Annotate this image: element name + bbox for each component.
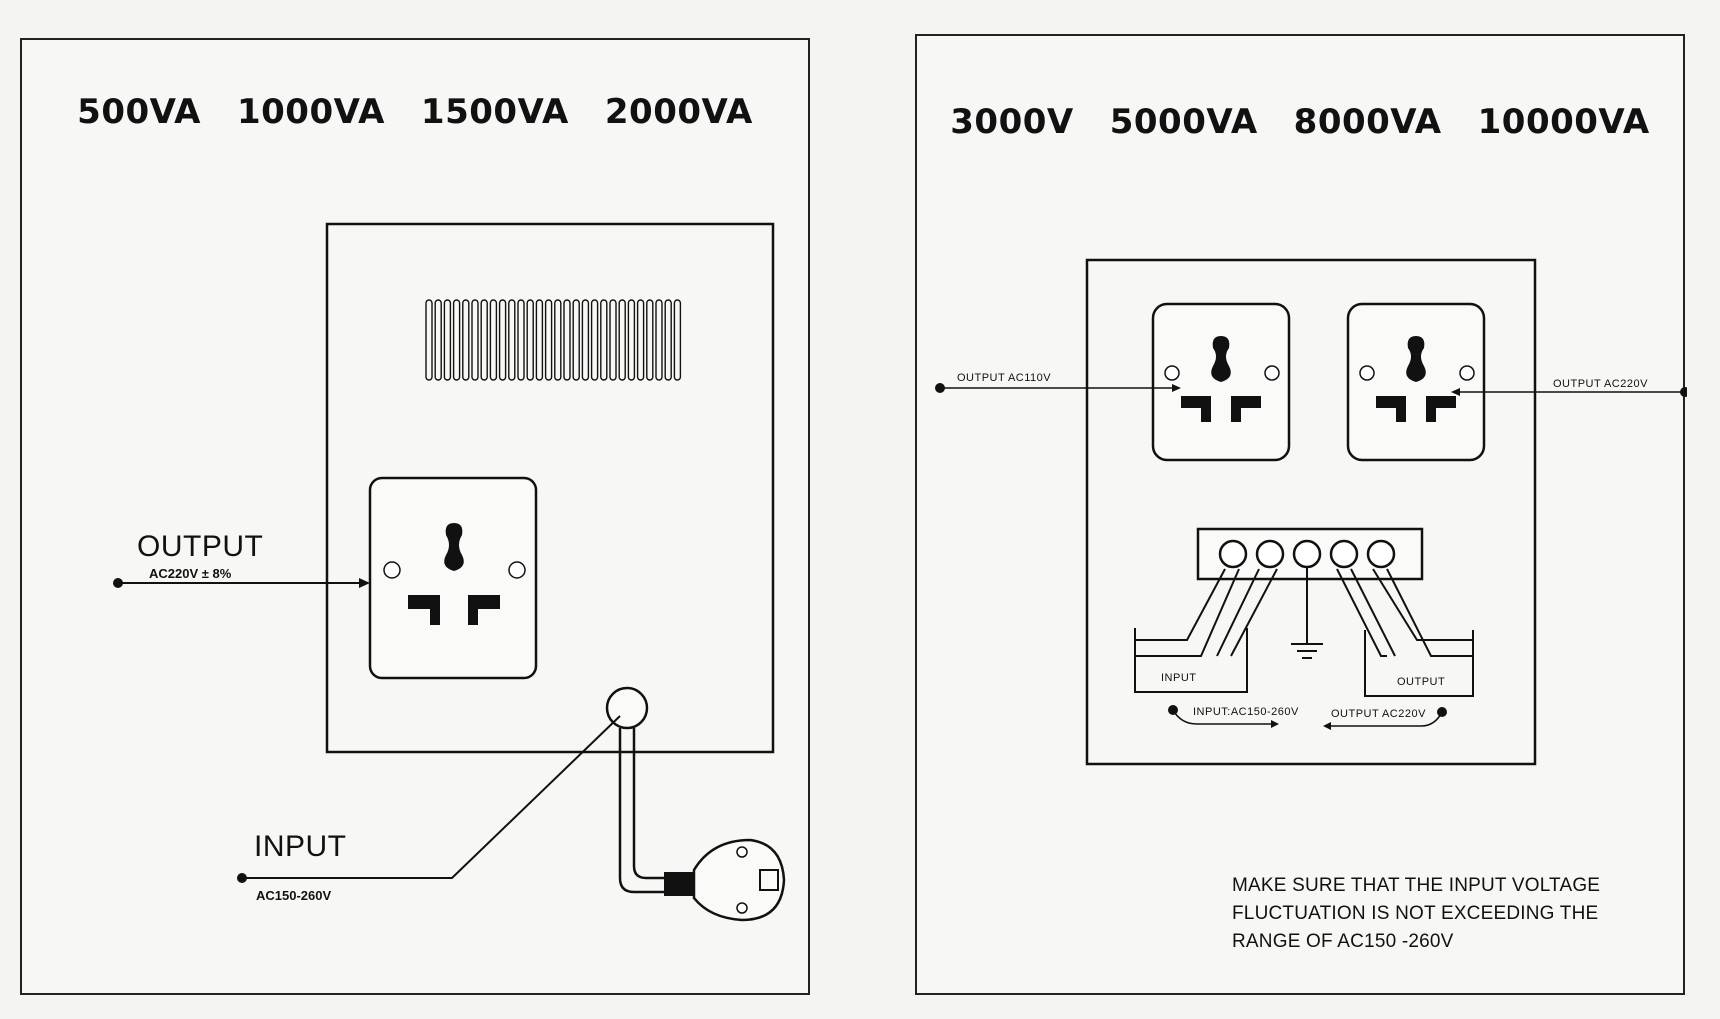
- vent-slot: [535, 299, 544, 381]
- large-models-header: 3000V 5000VA 8000VA 10000VA: [917, 102, 1683, 142]
- arrow-icon: [1451, 388, 1460, 396]
- vent-slot: [563, 299, 571, 381]
- vent-slot: [425, 299, 433, 381]
- model-label: 10000VA: [1477, 102, 1650, 142]
- model-label: 5000VA: [1109, 102, 1258, 142]
- universal-socket-icon: [368, 476, 538, 680]
- regulator-rear-panel: [325, 222, 775, 754]
- input-wire: [1135, 568, 1226, 641]
- vent-slot: [590, 299, 599, 381]
- vent-slot: [673, 299, 682, 381]
- vent-slot: [480, 299, 488, 381]
- universal-socket-icon: [1346, 302, 1486, 462]
- input-label: INPUT: [254, 830, 347, 863]
- output-label: OUTPUT: [137, 530, 264, 563]
- large-models-panel: 3000V 5000VA 8000VA 10000VA: [915, 34, 1687, 995]
- output-110-label: OUTPUT AC110V: [957, 372, 1052, 384]
- voltage-warning-note: MAKE SURE THAT THE INPUT VOLTAGE FLUCTUA…: [1232, 872, 1600, 956]
- arrow-icon: [1172, 384, 1181, 392]
- arrow-icon: [359, 578, 370, 588]
- arrow-icon: [1323, 722, 1331, 730]
- model-label: 1000VA: [236, 92, 385, 132]
- terminal-block: [1196, 527, 1424, 581]
- vent-slot: [618, 299, 626, 381]
- vent-slot: [636, 299, 645, 381]
- vent-slot: [655, 299, 663, 381]
- model-label: 3000V: [950, 102, 1074, 142]
- vent-slot: [443, 299, 452, 381]
- vent-slot: [554, 299, 562, 381]
- regulator-rear-panel: [1085, 258, 1537, 766]
- input-range-label: INPUT:AC150-260V: [1193, 706, 1299, 718]
- vent-slot: [526, 299, 534, 381]
- vent-slot: [544, 299, 553, 381]
- arrow-icon: [1271, 720, 1279, 728]
- output-bracket: [1364, 630, 1474, 697]
- small-models-header: 500VA 1000VA 1500VA 2000VA: [22, 92, 808, 132]
- vent-slot: [646, 299, 654, 381]
- vent-slot: [434, 299, 442, 381]
- large-models-wiring-diagram: [935, 258, 1687, 766]
- vent-slot: [508, 299, 516, 381]
- universal-socket-icon: [1151, 302, 1291, 462]
- vent-slot: [627, 299, 636, 381]
- output-spec: AC220V ± 8%: [149, 566, 232, 581]
- model-label: 2000VA: [604, 92, 753, 132]
- vent-slot: [572, 299, 580, 381]
- vent-slot: [581, 299, 590, 381]
- input-bracket: [1134, 628, 1248, 693]
- vent-slot: [462, 299, 470, 381]
- vent-slot: [609, 299, 617, 381]
- vent-slot: [517, 299, 525, 381]
- note-line: FLUCTUATION IS NOT EXCEEDING THE: [1232, 903, 1599, 924]
- input-spec: AC150-260V: [256, 888, 332, 903]
- vent-slot: [489, 299, 498, 381]
- input-pointer-line: [242, 715, 621, 879]
- terminal-output-label: OUTPUT: [1397, 676, 1446, 688]
- ventilation-grille: [425, 299, 682, 381]
- power-plug-icon: [664, 838, 786, 922]
- note-line: MAKE SURE THAT THE INPUT VOLTAGE: [1232, 875, 1601, 896]
- model-label: 1500VA: [420, 92, 569, 132]
- output-220-label: OUTPUT AC220V: [1553, 378, 1648, 390]
- output-wire: [1336, 568, 1387, 657]
- vent-slot: [600, 299, 608, 381]
- output-range-label: OUTPUT AC220V: [1331, 708, 1426, 720]
- power-cord: [618, 728, 667, 894]
- vent-slot: [498, 299, 507, 381]
- terminal-input-label: INPUT: [1161, 672, 1197, 684]
- model-label: 8000VA: [1293, 102, 1442, 142]
- ground-icon: [1291, 567, 1323, 659]
- small-models-wiring-diagram: [113, 222, 786, 922]
- vent-slot: [664, 299, 672, 381]
- small-models-panel: 500VA 1000VA 1500VA 2000VA: [20, 38, 810, 995]
- note-line: RANGE OF AC150 -260V: [1232, 931, 1454, 952]
- model-label: 500VA: [77, 92, 201, 132]
- vent-slot: [471, 299, 479, 381]
- vent-slot: [452, 299, 461, 381]
